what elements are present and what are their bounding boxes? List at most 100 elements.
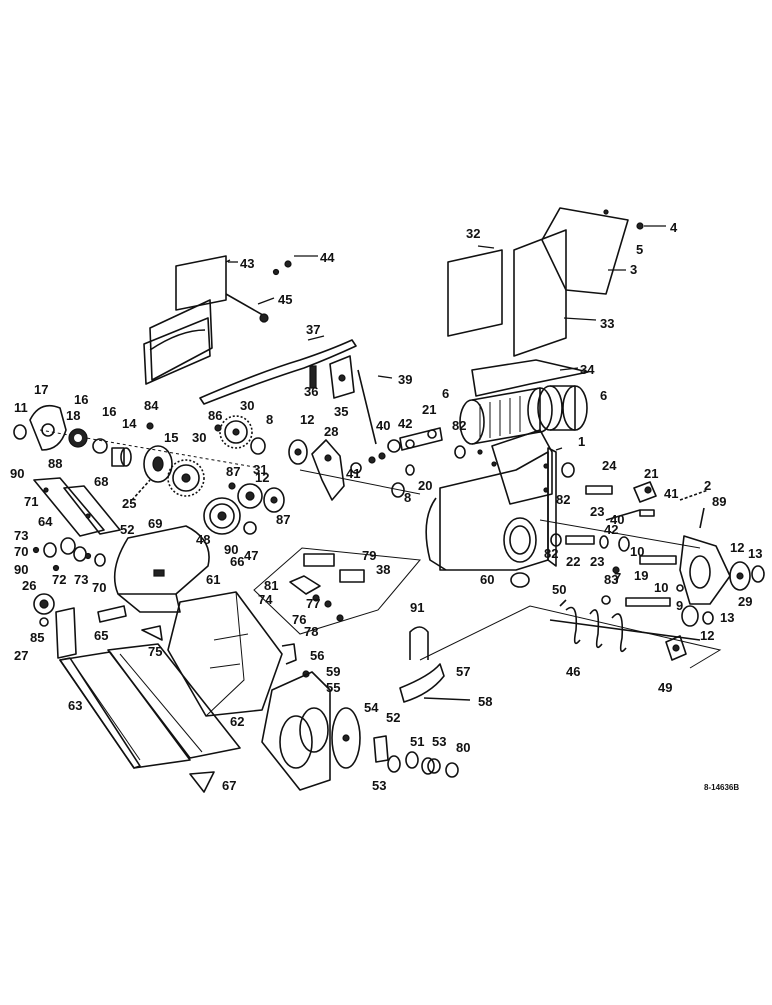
- callout-72: 72: [52, 572, 66, 587]
- callout-89: 89: [712, 494, 726, 509]
- callout-85: 85: [30, 630, 44, 645]
- callout-73: 73: [14, 528, 28, 543]
- callout-67: 67: [222, 778, 236, 793]
- callout-18: 18: [66, 408, 80, 423]
- callout-21: 21: [644, 466, 658, 481]
- callout-68: 68: [94, 474, 108, 489]
- callout-23: 23: [590, 554, 604, 569]
- callout-71: 71: [24, 494, 38, 509]
- callout-6: 6: [442, 386, 449, 401]
- callout-88: 88: [48, 456, 62, 471]
- callout-12: 12: [255, 470, 269, 485]
- callout-65: 65: [94, 628, 108, 643]
- callout-83: 83: [604, 572, 618, 587]
- callout-44: 44: [320, 250, 335, 265]
- callout-57: 57: [456, 664, 470, 679]
- callout-51: 51: [410, 734, 424, 749]
- callout-14: 14: [122, 416, 137, 431]
- callout-23: 23: [590, 504, 604, 519]
- callout-34: 34: [580, 362, 595, 377]
- callout-53: 53: [432, 734, 446, 749]
- callout-42: 42: [604, 522, 618, 537]
- callout-33: 33: [600, 316, 614, 331]
- callout-74: 74: [258, 592, 273, 607]
- callout-84: 84: [144, 398, 159, 413]
- callout-66: 66: [230, 554, 244, 569]
- callout-80: 80: [456, 740, 470, 755]
- callout-87: 87: [226, 464, 240, 479]
- callout-40: 40: [610, 512, 624, 527]
- callout-82: 82: [452, 418, 466, 433]
- callout-58: 58: [478, 694, 492, 709]
- callout-91: 91: [410, 600, 424, 615]
- callout-27: 27: [14, 648, 28, 663]
- callout-75: 75: [148, 644, 162, 659]
- part-artwork: [13, 207, 765, 793]
- callout-16: 16: [74, 392, 88, 407]
- callout-46: 46: [566, 664, 580, 679]
- callout-55: 55: [326, 680, 340, 695]
- callout-77: 77: [306, 596, 320, 611]
- callout-35: 35: [334, 404, 348, 419]
- callout-78: 78: [304, 624, 318, 639]
- callout-73: 73: [74, 572, 88, 587]
- callout-7: 7: [614, 570, 621, 585]
- callout-22: 22: [566, 554, 580, 569]
- callout-42: 42: [398, 416, 412, 431]
- callout-1: 1: [578, 434, 585, 449]
- callout-56: 56: [310, 648, 324, 663]
- callout-61: 61: [206, 572, 220, 587]
- callout-10: 10: [654, 580, 668, 595]
- callout-82: 82: [556, 492, 570, 507]
- callout-53: 53: [372, 778, 386, 793]
- callout-38: 38: [376, 562, 390, 577]
- callout-43: 43: [240, 256, 254, 271]
- callout-20: 20: [418, 478, 432, 493]
- callout-62: 62: [230, 714, 244, 729]
- callout-3: 3: [630, 262, 637, 277]
- callout-17: 17: [34, 382, 48, 397]
- callout-41: 41: [664, 486, 678, 501]
- callout-52: 52: [120, 522, 134, 537]
- callout-8: 8: [404, 490, 411, 505]
- callout-52: 52: [386, 710, 400, 725]
- callout-32: 32: [466, 226, 480, 241]
- callout-41: 41: [346, 466, 360, 481]
- callout-87: 87: [276, 512, 290, 527]
- callout-4: 4: [670, 220, 678, 235]
- callout-81: 81: [264, 578, 278, 593]
- callout-16: 16: [102, 404, 116, 419]
- callout-31: 31: [253, 462, 267, 477]
- callout-47: 47: [244, 548, 258, 563]
- callout-21: 21: [422, 402, 436, 417]
- callout-24: 24: [602, 458, 617, 473]
- callout-30: 30: [240, 398, 254, 413]
- callout-19: 19: [634, 568, 648, 583]
- callout-49: 49: [658, 680, 672, 695]
- callout-45: 45: [278, 292, 292, 307]
- callout-69: 69: [148, 516, 162, 531]
- callout-15: 15: [164, 430, 178, 445]
- callout-70: 70: [14, 544, 28, 559]
- callout-30: 30: [192, 430, 206, 445]
- callout-6: 6: [600, 388, 607, 403]
- callout-90: 90: [224, 542, 238, 557]
- callout-54: 54: [364, 700, 379, 715]
- callout-13: 13: [748, 546, 762, 561]
- callout-25: 25: [122, 496, 136, 511]
- callout-11: 11: [14, 400, 28, 415]
- callout-36: 36: [304, 384, 318, 399]
- callout-59: 59: [326, 664, 340, 679]
- callout-76: 76: [292, 612, 306, 627]
- callout-64: 64: [38, 514, 53, 529]
- callout-10: 10: [630, 544, 644, 559]
- callout-60: 60: [480, 572, 494, 587]
- callout-28: 28: [324, 424, 338, 439]
- callout-13: 13: [720, 610, 734, 625]
- callout-90: 90: [10, 466, 24, 481]
- callout-63: 63: [68, 698, 82, 713]
- callout-40: 40: [376, 418, 390, 433]
- callout-2: 2: [704, 478, 711, 493]
